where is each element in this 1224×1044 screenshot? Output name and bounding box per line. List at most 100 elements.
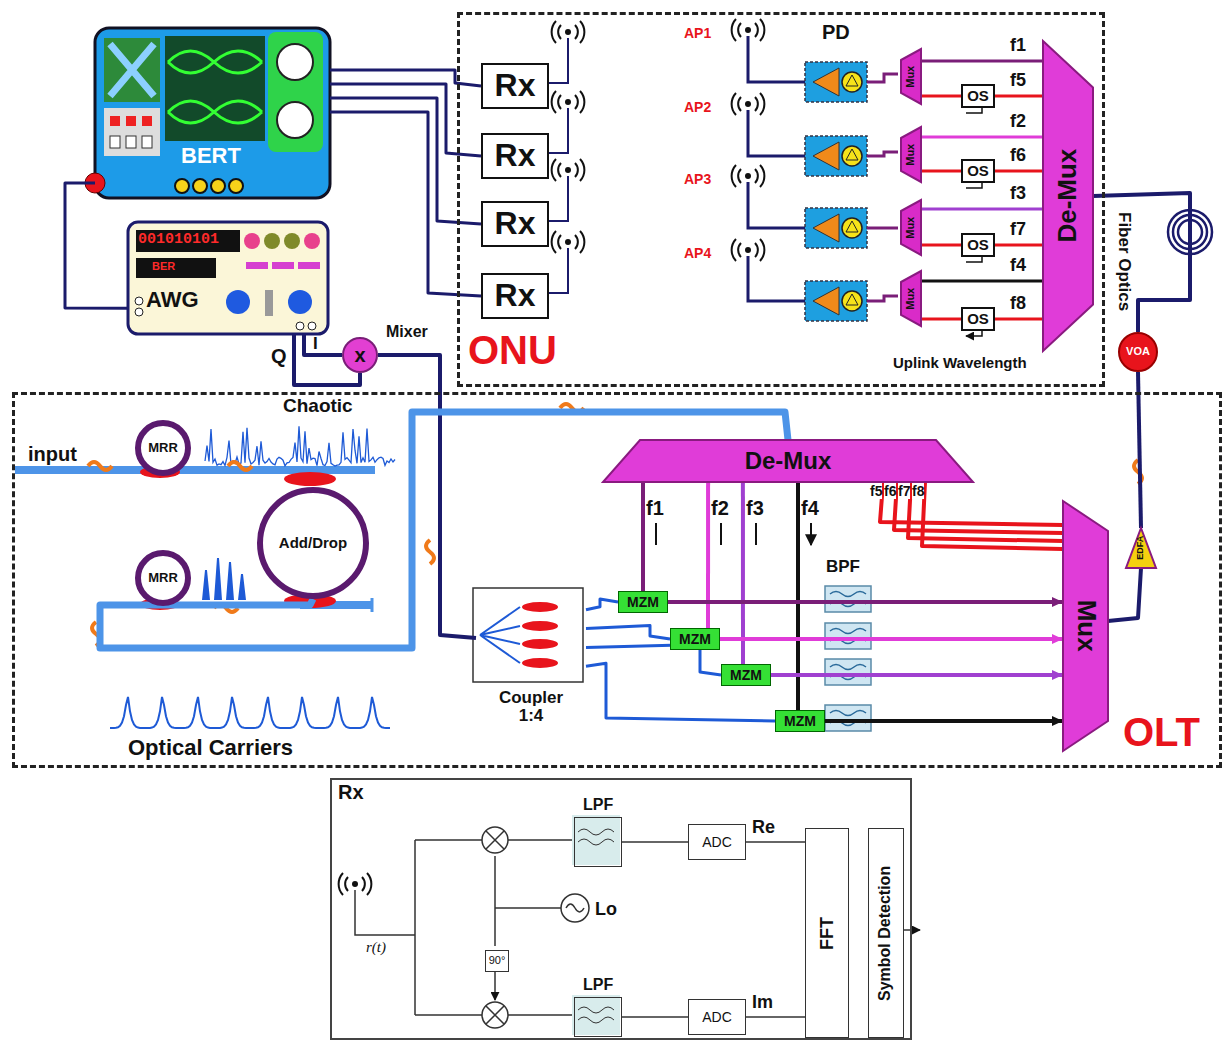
decor-path bbox=[867, 74, 898, 301]
decor-circle bbox=[135, 308, 143, 316]
decor-rect bbox=[825, 586, 871, 612]
decor-path bbox=[110, 44, 154, 96]
decor-path bbox=[566, 904, 584, 912]
arrow-head bbox=[1052, 716, 1063, 726]
decor-rect bbox=[572, 815, 620, 865]
connector bbox=[668, 600, 1063, 604]
decor-use bbox=[805, 62, 867, 102]
decor-path bbox=[480, 607, 520, 663]
connector bbox=[908, 482, 1063, 541]
block-shape bbox=[1043, 41, 1093, 351]
modulator-box: MZM bbox=[775, 710, 825, 732]
mixer: xMixer bbox=[342, 337, 378, 373]
phase-shifter: 90° bbox=[485, 950, 509, 972]
decor-rect bbox=[142, 116, 152, 126]
decor-rect bbox=[268, 32, 323, 152]
arrow-head bbox=[1052, 597, 1063, 607]
connector bbox=[921, 60, 1043, 63]
connector bbox=[825, 719, 1063, 723]
node-text: Rx bbox=[495, 69, 536, 103]
block-shape bbox=[901, 200, 921, 255]
bert-device: BERT bbox=[95, 28, 330, 198]
mux-block: Mux bbox=[901, 49, 921, 104]
decor-circle bbox=[244, 233, 260, 249]
optical-switch: OS bbox=[961, 84, 995, 108]
node-text: OS bbox=[967, 163, 989, 179]
modulator-box: MZM bbox=[670, 628, 720, 650]
connector bbox=[378, 355, 476, 638]
edge-label: Im bbox=[752, 993, 773, 1012]
amplifier: EDFA bbox=[1126, 528, 1156, 568]
diagram-label: Uplink Wavelength bbox=[893, 355, 1027, 370]
node-text: Mux bbox=[905, 216, 917, 238]
decor-path bbox=[748, 36, 805, 301]
node-text: Rx bbox=[495, 207, 536, 241]
node-text: MZM bbox=[679, 632, 711, 647]
connector bbox=[622, 841, 688, 843]
connector bbox=[746, 1016, 805, 1018]
diagram-label: f5 bbox=[1010, 71, 1026, 89]
node-text: Rx bbox=[338, 782, 364, 803]
decor-rect bbox=[165, 36, 265, 141]
diagram-label: f3 bbox=[746, 498, 764, 518]
diagram-label: f8 bbox=[1010, 294, 1026, 312]
mux-block: Mux bbox=[901, 200, 921, 255]
block-shape bbox=[901, 271, 921, 326]
decor-circle bbox=[296, 322, 304, 330]
block-shape bbox=[901, 127, 921, 182]
decor-rect bbox=[110, 136, 120, 148]
diagram-label: AP4 bbox=[684, 246, 711, 260]
node-text: MZM bbox=[784, 714, 816, 729]
node-text: x bbox=[354, 345, 365, 366]
node-text: OS bbox=[967, 88, 989, 104]
decor-path bbox=[966, 105, 982, 336]
node-text: Coupler 1:4 bbox=[486, 689, 576, 725]
block-shape bbox=[603, 440, 973, 482]
connector bbox=[921, 95, 961, 98]
decor-ellipse bbox=[522, 621, 558, 631]
receiver-box: Rx bbox=[481, 133, 549, 179]
node-text: Rx bbox=[495, 139, 536, 173]
node-text: BER bbox=[152, 261, 175, 273]
node-text: MRR bbox=[148, 571, 178, 585]
node-text: ADC bbox=[702, 835, 732, 850]
diagram-label: AP2 bbox=[684, 100, 711, 114]
receiver-detail: RxLPFADCLPFADCLo90°FFTSymbol Detection bbox=[330, 778, 912, 1040]
decor-rect bbox=[128, 222, 328, 334]
connector bbox=[1138, 372, 1141, 528]
decor-ellipse bbox=[522, 602, 558, 612]
fft-box: FFT bbox=[805, 828, 849, 1038]
connector bbox=[741, 482, 745, 664]
decor-circle bbox=[229, 179, 243, 193]
node-text: OS bbox=[967, 311, 989, 327]
connector bbox=[641, 482, 645, 591]
receiver-box: Rx bbox=[481, 63, 549, 109]
node-text: ADC bbox=[702, 1010, 732, 1025]
diagram-label: f7 bbox=[898, 483, 910, 499]
coupler: Coupler 1:4 bbox=[476, 591, 586, 685]
decor-circle bbox=[264, 233, 280, 249]
decor-circle bbox=[308, 322, 316, 330]
node-text: MZM bbox=[730, 668, 762, 683]
microring: MRR bbox=[135, 420, 191, 476]
detector-box: Symbol Detection bbox=[868, 828, 904, 1038]
olt-region: OLTMRRAdd/DropMRRCoupler 1:4MZMMZMMZMMZM… bbox=[12, 392, 1222, 768]
connector bbox=[921, 208, 1043, 211]
node-text: Mixer bbox=[386, 324, 428, 341]
block-shape bbox=[1126, 528, 1156, 568]
node-text: AWG bbox=[146, 288, 199, 311]
decor-use bbox=[805, 281, 867, 321]
node-text: 001010101 bbox=[138, 232, 219, 248]
decor-circle bbox=[226, 290, 250, 314]
modulator-box: MZM bbox=[618, 591, 668, 613]
diagram-label: f1 bbox=[646, 498, 664, 518]
node-text: Lo bbox=[595, 900, 617, 919]
filter-box: LPF bbox=[574, 997, 622, 1037]
optical-switch: OS bbox=[961, 233, 995, 257]
connector bbox=[771, 673, 1063, 677]
decor-rect bbox=[298, 262, 320, 269]
decor-path bbox=[830, 665, 866, 680]
decor-rect bbox=[110, 116, 120, 126]
decor-rect bbox=[825, 705, 871, 731]
connector bbox=[995, 170, 1043, 173]
